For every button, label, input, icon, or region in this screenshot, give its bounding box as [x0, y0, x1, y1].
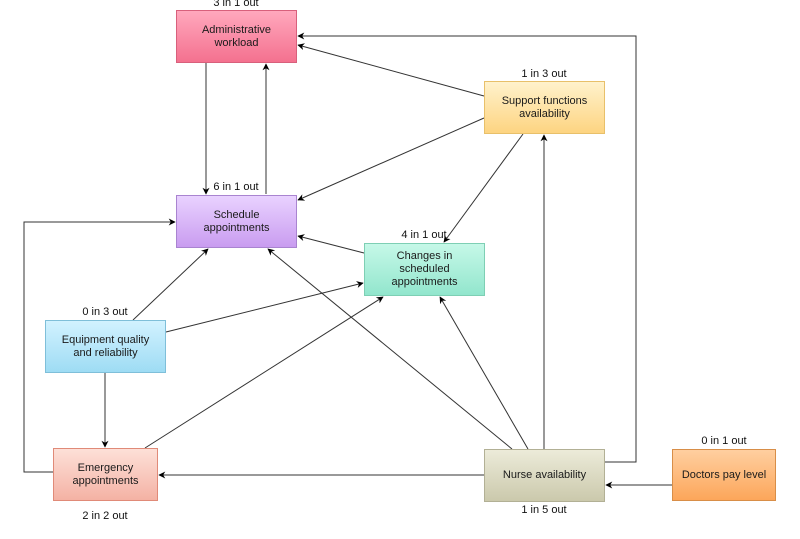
- node-count-support-functions-availability: 1 in 3 out: [521, 68, 567, 80]
- node-schedule-appointments[interactable]: Schedule appointments: [176, 195, 297, 248]
- edge-equip-to-changes: [165, 281, 364, 333]
- edge-nurse-to-changes: [439, 296, 529, 450]
- node-label: Administrative workload: [201, 23, 272, 49]
- edge-emerg-to-sched: [23, 218, 176, 473]
- node-emergency-appointments[interactable]: Emergency appointments: [53, 448, 158, 501]
- node-label: Nurse availability: [502, 469, 587, 481]
- node-nurse-availability[interactable]: Nurse availability: [484, 449, 605, 502]
- node-administrative-workload[interactable]: Administrative workload: [176, 10, 297, 63]
- node-support-functions-availability[interactable]: Support functions availability: [484, 81, 605, 134]
- node-count-equipment-quality-and-reliability: 0 in 3 out: [82, 306, 128, 318]
- node-count-administrative-workload: 3 in 1 out: [213, 0, 259, 9]
- edge-emerg-to-changes: [144, 296, 384, 449]
- node-count-nurse-availability: 1 in 5 out: [521, 504, 567, 516]
- node-count-changes-in-scheduled-appointments: 4 in 1 out: [401, 229, 447, 241]
- edge-nurse-to-admin: [297, 32, 637, 463]
- edge-support-to-sched: [297, 117, 485, 201]
- node-changes-in-scheduled-appointments[interactable]: Changes in scheduled appointments: [364, 243, 485, 296]
- node-doctors-pay-level[interactable]: Doctors pay level: [672, 449, 776, 501]
- edge-support-to-changes: [443, 133, 524, 243]
- node-count-schedule-appointments: 6 in 1 out: [213, 181, 259, 193]
- node-count-doctors-pay-level: 0 in 1 out: [701, 435, 747, 447]
- edge-support-to-admin: [297, 43, 485, 97]
- node-label: Schedule appointments: [203, 208, 270, 234]
- edge-changes-to-sched: [297, 234, 365, 254]
- node-label: Equipment quality and reliability: [61, 333, 150, 359]
- node-label: Support functions availability: [501, 94, 588, 120]
- node-label: Emergency appointments: [72, 461, 139, 487]
- node-count-emergency-appointments: 2 in 2 out: [82, 510, 128, 522]
- edge-equip-to-sched: [132, 248, 209, 321]
- edge-nurse-to-sched: [267, 248, 513, 450]
- node-label: Doctors pay level: [681, 468, 767, 481]
- node-label: Changes in scheduled appointments: [391, 250, 458, 288]
- node-equipment-quality-and-reliability[interactable]: Equipment quality and reliability: [45, 320, 166, 373]
